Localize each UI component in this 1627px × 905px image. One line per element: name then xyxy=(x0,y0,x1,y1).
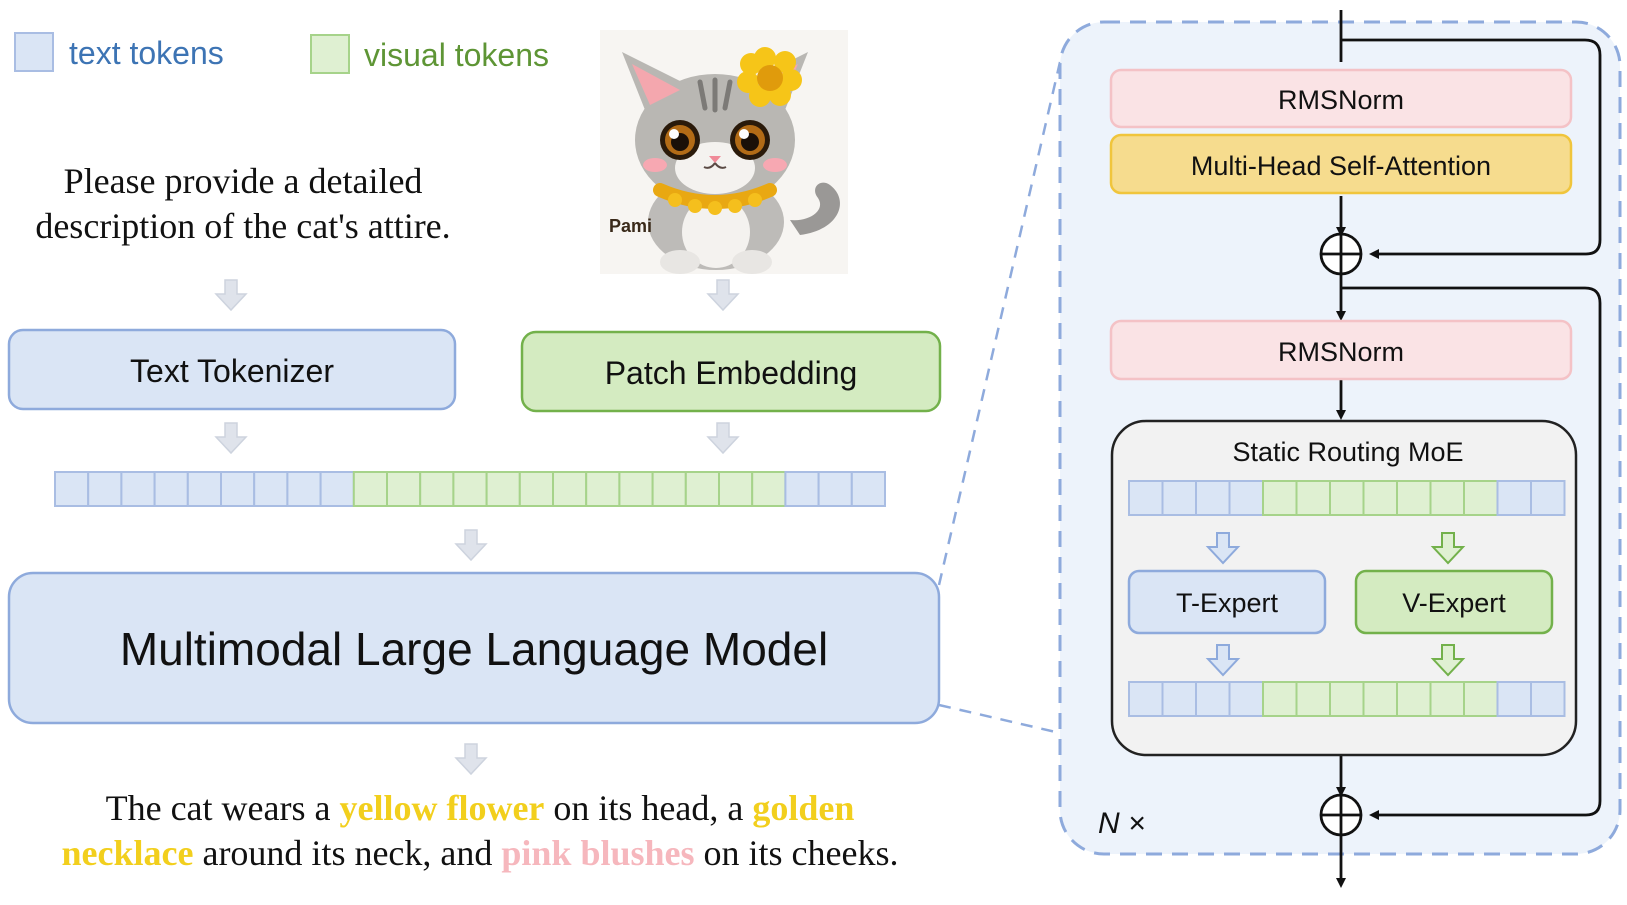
t-expert-label: T-Expert xyxy=(1176,588,1279,618)
moe-token-sequence-input xyxy=(1128,480,1566,516)
visual-token xyxy=(1463,480,1499,516)
text-token xyxy=(817,471,853,507)
visual-token xyxy=(1396,480,1432,516)
visual-token xyxy=(485,471,521,507)
legend-text-tokens-label: text tokens xyxy=(69,35,224,71)
text-token xyxy=(1161,480,1197,516)
text-token xyxy=(1530,480,1566,516)
rmsnorm-box-1 xyxy=(1109,68,1573,129)
visual-token xyxy=(452,471,488,507)
text-token xyxy=(1530,681,1566,717)
visual-token xyxy=(1429,681,1465,717)
legend-visual-tokens-label: visual tokens xyxy=(364,37,549,73)
text-token xyxy=(1228,480,1264,516)
visual-token xyxy=(352,471,388,507)
text-tokenizer-label: Text Tokenizer xyxy=(130,353,334,389)
visual-token xyxy=(651,471,687,507)
flower-icon xyxy=(737,47,802,107)
visual-token xyxy=(1295,681,1331,717)
visual-token xyxy=(1329,681,1365,717)
visual-token xyxy=(1262,681,1298,717)
repeat-label: N × xyxy=(1098,807,1146,840)
visual-token xyxy=(1295,480,1331,516)
cat-caption: Pami xyxy=(609,216,652,236)
visual-token xyxy=(618,471,654,507)
patch-embedding-box xyxy=(520,330,942,413)
output-text: on its head, a xyxy=(544,788,753,828)
v-expert-box xyxy=(1354,569,1554,635)
text-token xyxy=(120,471,156,507)
visual-token xyxy=(718,471,754,507)
prompt-line-2: description of the cat's attire. xyxy=(35,206,450,246)
visual-token xyxy=(419,471,455,507)
visual-token xyxy=(1362,480,1398,516)
prompt-line-1: Please provide a detailed xyxy=(64,161,423,201)
visual-token xyxy=(585,471,621,507)
visual-token xyxy=(518,471,554,507)
attention-label: Multi-Head Self-Attention xyxy=(1191,151,1491,181)
output-text: on its cheeks. xyxy=(694,833,899,873)
visual-token xyxy=(1463,681,1499,717)
highlight-blushes: pink blushes xyxy=(501,833,695,873)
v-expert-label: V-Expert xyxy=(1402,588,1506,618)
mllm-label: Multimodal Large Language Model xyxy=(120,623,828,675)
text-token xyxy=(54,471,90,507)
visual-token xyxy=(1262,480,1298,516)
visual-token xyxy=(1429,480,1465,516)
text-tokenizer-box xyxy=(7,328,457,411)
highlight-necklace: necklace xyxy=(61,833,194,873)
text-token xyxy=(1128,480,1164,516)
rmsnorm-label-2: RMSNorm xyxy=(1278,337,1404,367)
legend-text-token-swatch xyxy=(14,32,54,72)
residual-add-icon xyxy=(1319,793,1363,837)
attention-box xyxy=(1109,133,1573,195)
text-token xyxy=(1496,480,1532,516)
visual-token xyxy=(751,471,787,507)
highlight-golden: golden xyxy=(752,788,855,828)
text-token xyxy=(1161,681,1197,717)
visual-token xyxy=(386,471,422,507)
rmsnorm-label-1: RMSNorm xyxy=(1278,85,1404,115)
residual-connections xyxy=(1336,10,1602,888)
text-token xyxy=(153,471,189,507)
text-token xyxy=(784,471,820,507)
output-text: around its neck, and xyxy=(193,833,502,873)
visual-token xyxy=(552,471,588,507)
text-token xyxy=(1496,681,1532,717)
visual-token xyxy=(1396,681,1432,717)
text-token xyxy=(1195,681,1231,717)
text-token xyxy=(319,471,355,507)
zoom-line-top xyxy=(937,61,1062,586)
text-token xyxy=(1128,681,1164,717)
visual-token xyxy=(684,471,720,507)
output-text: The cat wears a xyxy=(105,788,340,828)
visual-token xyxy=(1362,681,1398,717)
t-expert-box xyxy=(1127,569,1327,635)
output-description: The cat wears a yellow flower on its hea… xyxy=(15,786,945,876)
rmsnorm-box-2 xyxy=(1109,319,1573,381)
moe-token-sequence-output xyxy=(1128,681,1566,717)
text-token xyxy=(220,471,256,507)
zoom-line-bottom xyxy=(938,703,1061,735)
text-token xyxy=(850,471,886,507)
text-token xyxy=(253,471,289,507)
moe-visual-arrows xyxy=(1430,532,1466,677)
cat-image: Pami xyxy=(600,30,848,274)
text-token xyxy=(1228,681,1264,717)
moe-title: Static Routing MoE xyxy=(1232,437,1463,467)
visual-token xyxy=(1329,480,1365,516)
highlight-flower: yellow flower xyxy=(339,788,545,828)
residual-add-icon xyxy=(1319,232,1363,276)
moe-text-arrows xyxy=(1205,532,1241,677)
legend-visual-token-swatch xyxy=(310,34,350,74)
patch-embedding-label: Patch Embedding xyxy=(605,355,858,391)
text-token xyxy=(186,471,223,507)
text-token xyxy=(286,471,322,507)
token-sequence xyxy=(54,471,886,507)
text-token xyxy=(1195,480,1231,516)
flow-arrows xyxy=(214,279,740,776)
mllm-box xyxy=(7,571,941,725)
text-token xyxy=(87,471,123,507)
